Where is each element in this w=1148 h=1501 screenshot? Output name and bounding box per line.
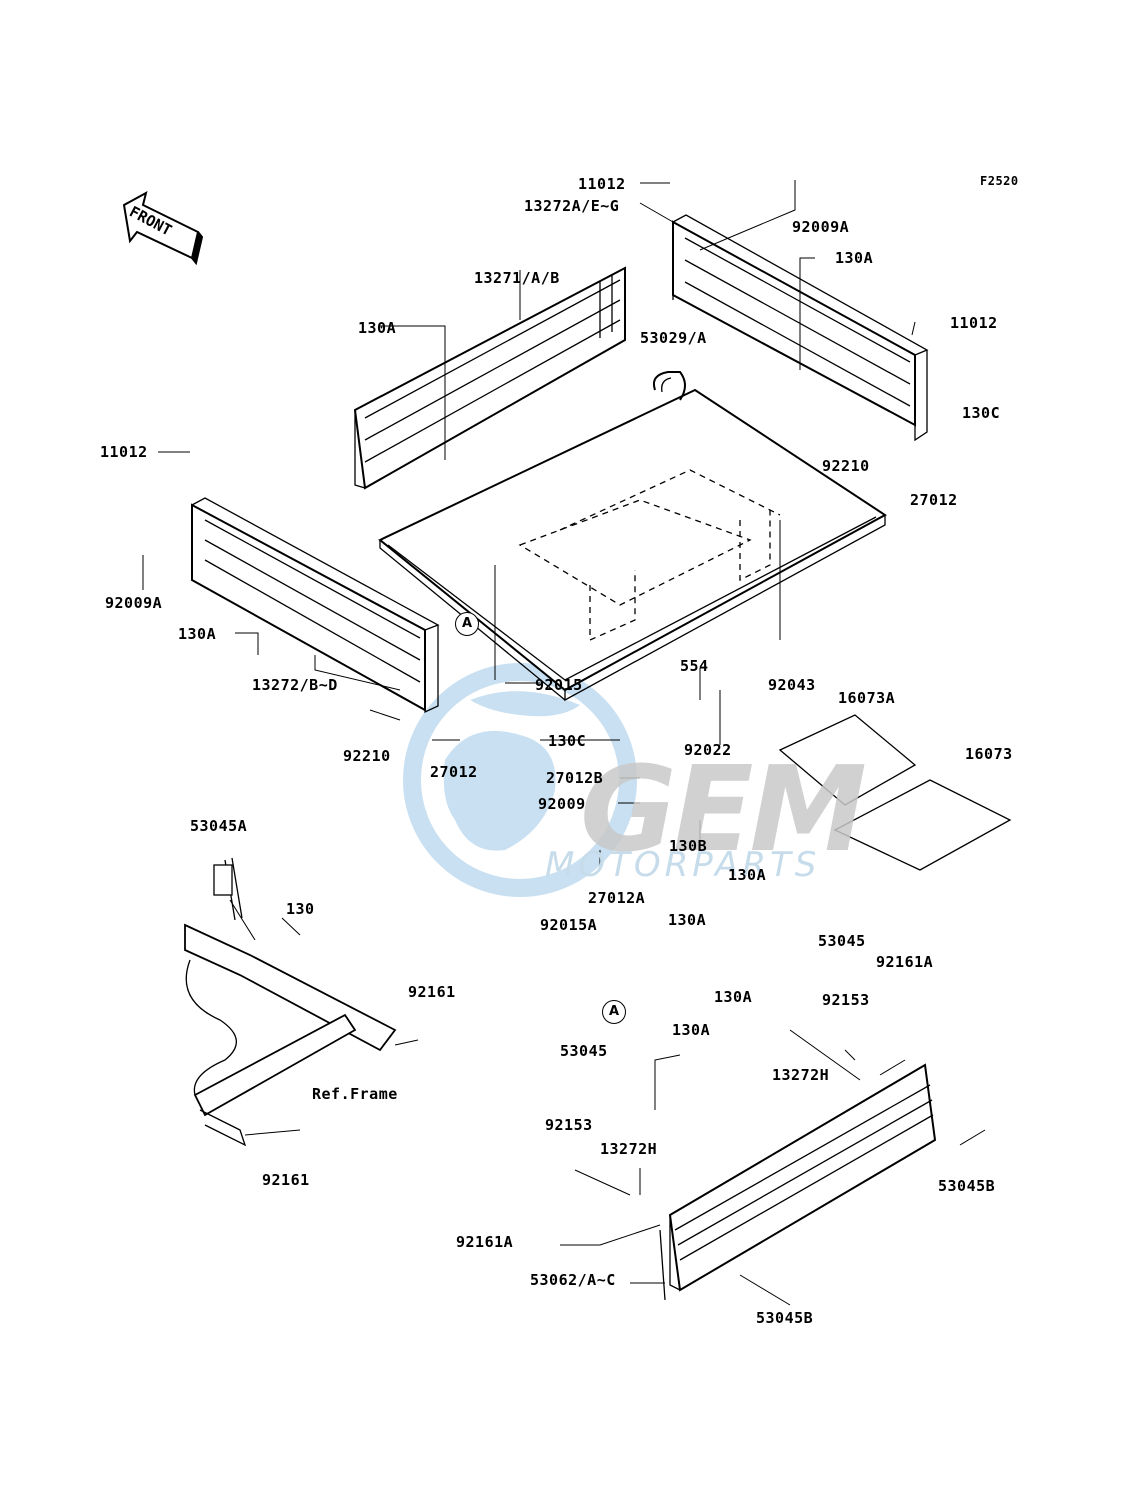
part-label: 130A [835, 249, 874, 267]
part-label: 130A [672, 1021, 711, 1039]
part-label: 92022 [684, 741, 732, 759]
part-label: 13272H [772, 1066, 830, 1084]
part-label: 11012 [950, 314, 998, 332]
part-label: 130A [358, 319, 397, 337]
part-label: 53062/A~C [530, 1271, 616, 1289]
part-label: Ref.Frame [312, 1085, 398, 1103]
tailgate [659, 1063, 937, 1301]
part-label: 92161A [876, 953, 934, 971]
part-label: 16073A [838, 689, 896, 707]
part-label: 554 [680, 657, 709, 675]
watermark-brand: GEM [580, 740, 867, 878]
part-label: 92161 [408, 983, 456, 1001]
part-label: 53045B [756, 1309, 814, 1327]
part-label: 27012 [430, 763, 478, 781]
part-label: 130A [728, 866, 767, 884]
mats [778, 714, 1012, 871]
part-label: 92009A [792, 218, 850, 236]
part-label: 92210 [822, 457, 870, 475]
part-label: 92153 [822, 991, 870, 1009]
part-label: 27012B [546, 769, 604, 787]
callout-a-top: A [455, 612, 479, 636]
part-label: 92043 [768, 676, 816, 694]
part-label: 130A [178, 625, 217, 643]
part-label: 53045 [818, 932, 866, 950]
part-label: 92161 [262, 1171, 310, 1189]
part-label: 130 [286, 900, 315, 918]
part-label: 13272/B~D [252, 676, 338, 694]
part-label: 53029/A [640, 329, 707, 347]
part-label: 92153 [545, 1116, 593, 1134]
watermark-sub: MOTORPARTS [545, 845, 821, 885]
part-label: 53045 [560, 1042, 608, 1060]
part-label: 53045B [938, 1177, 996, 1195]
front-panel [191, 497, 440, 714]
figure-code: F2520 [980, 174, 1019, 188]
part-label: 16073 [965, 745, 1013, 763]
left-side-panel [353, 266, 626, 490]
part-label: 27012 [910, 491, 958, 509]
front-arrow-icon [122, 191, 204, 266]
part-label: 92210 [343, 747, 391, 765]
part-label: 130C [548, 732, 587, 750]
part-label: 11012 [100, 443, 148, 461]
part-label: 11012 [578, 175, 626, 193]
part-label: 92161A [456, 1233, 514, 1251]
part-label: 130C [962, 404, 1001, 422]
part-label: 130B [669, 837, 708, 855]
part-label: 13272A/E~G [524, 197, 620, 215]
part-label: 92009 [538, 795, 586, 813]
part-label: 13271/A/B [474, 269, 560, 287]
part-label: 27012A [588, 889, 646, 907]
part-label: 13272H [600, 1140, 658, 1158]
part-label: 92015A [540, 916, 598, 934]
part-label: 53045A [190, 817, 248, 835]
right-side-panel [672, 214, 929, 442]
ref-frame [184, 857, 397, 1147]
watermark-globe [403, 663, 637, 897]
part-label: 92015 [535, 676, 583, 694]
deck-floor-plate [378, 371, 887, 702]
part-label: 130A [714, 988, 753, 1006]
part-label: 130A [668, 911, 707, 929]
leader-lines [142, 180, 986, 1306]
callout-a-bottom: A [602, 1000, 626, 1024]
part-label: 92009A [105, 594, 163, 612]
